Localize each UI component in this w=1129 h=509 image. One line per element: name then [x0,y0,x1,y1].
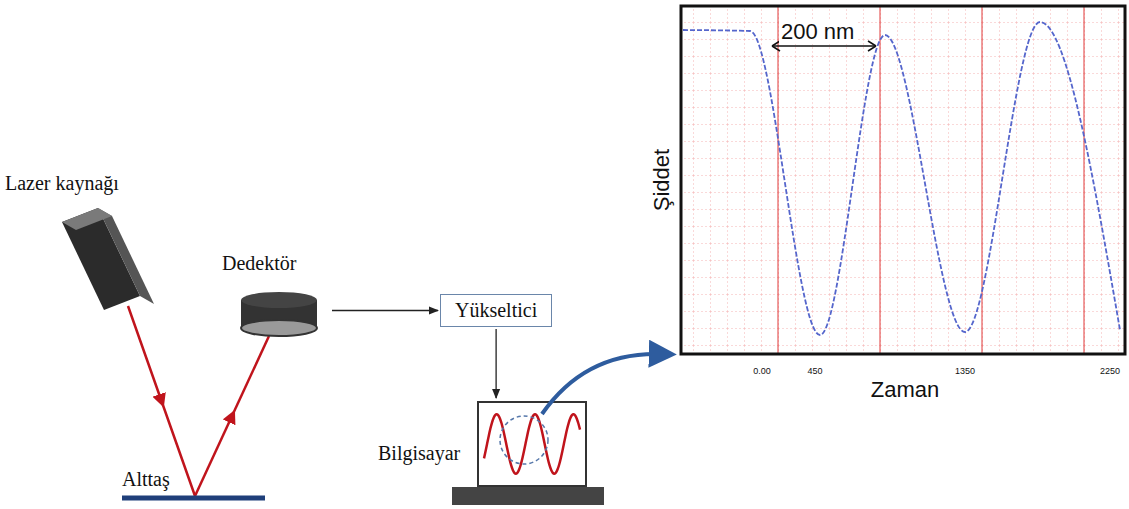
axis-title: Şiddet [650,149,674,211]
laser-source [62,208,154,310]
axis-title: Zaman [871,378,939,402]
tick-label: 2250 [1100,367,1120,377]
tick-label: 1350 [955,367,975,377]
amplifier-box: Yükseltici [440,294,552,327]
incident-beam [128,306,195,496]
node-label: Yükseltici [455,299,537,322]
detector-node: Dedektör [222,252,330,340]
substrate [122,496,265,501]
tick-label: 450 [807,367,822,377]
computer-monitor [452,402,604,505]
dimension-label: 200 nm [779,20,856,44]
intensity-chart [681,6,1125,354]
detector-cylinder [241,292,317,336]
zoom-arrow [542,354,660,414]
reflected-beam [195,336,269,496]
signal-arrow [495,329,496,398]
node-label: Bilgisayar [378,442,460,465]
signal-arrow [332,310,438,311]
tick-label: 0.00 [753,367,771,377]
node-label: Lazer kaynağı [5,172,119,195]
computer-node: Bilgisayar [375,400,607,507]
node-label: Dedektör [222,252,296,275]
laser-source-node: Lazer kaynağı [5,172,155,322]
substrate-label: Alttaş [122,468,170,490]
